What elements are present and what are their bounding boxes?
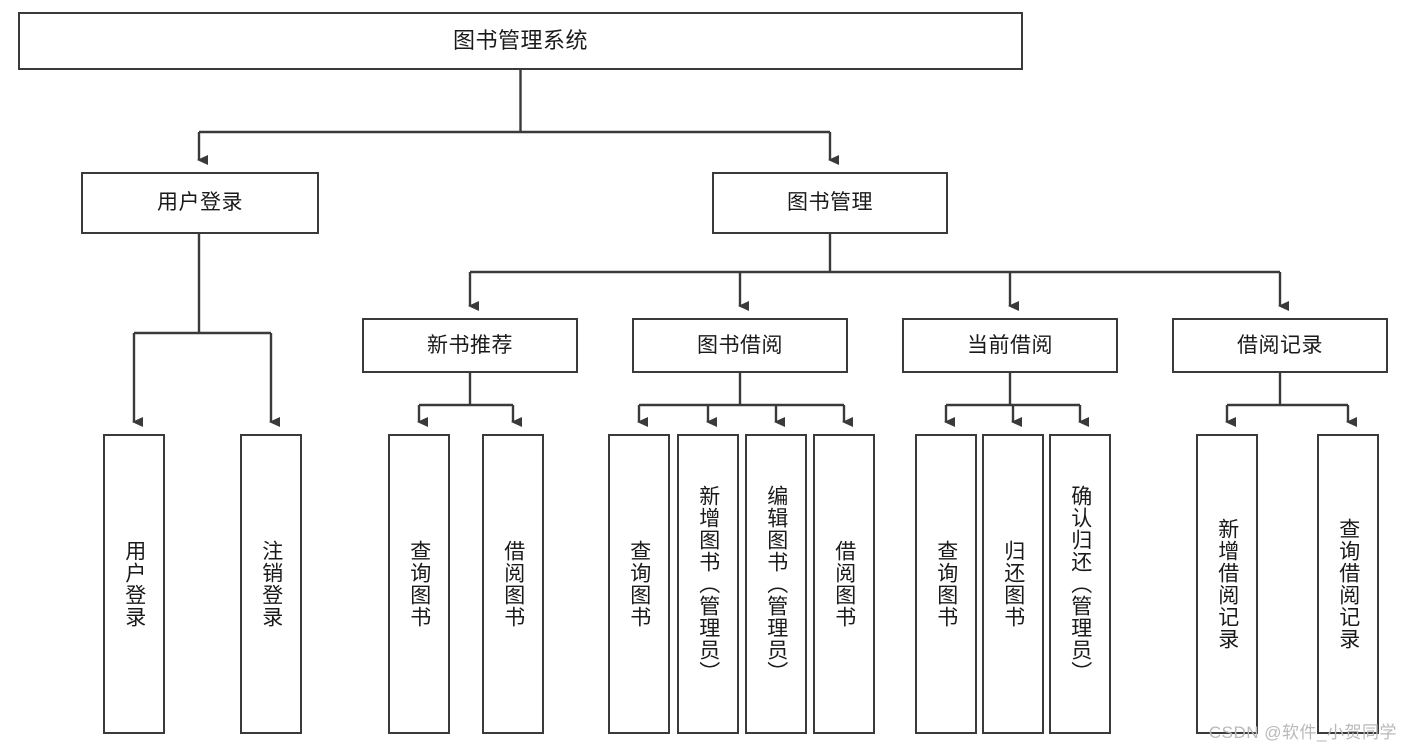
node-current-borrow[interactable]: 当前借阅 [902, 318, 1118, 373]
node-leaf-add-borrow-record[interactable]: 新增借阅记录 [1196, 434, 1258, 734]
node-new-book-recommend[interactable]: 新书推荐 [362, 318, 578, 373]
node-user-login[interactable]: 用户登录 [81, 172, 319, 234]
node-root-system[interactable]: 图书管理系统 [18, 12, 1023, 70]
node-leaf-confirm-return-admin[interactable]: 确认归还（管理员） [1049, 434, 1111, 734]
node-book-borrow[interactable]: 图书借阅 [632, 318, 848, 373]
watermark-text: CSDN @软件_小贺同学 [1208, 723, 1397, 742]
node-leaf-user-logout[interactable]: 注销登录 [240, 434, 302, 734]
node-leaf-query-book-1[interactable]: 查询图书 [388, 434, 450, 734]
node-leaf-query-book-2[interactable]: 查询图书 [608, 434, 670, 734]
node-leaf-return-book[interactable]: 归还图书 [982, 434, 1044, 734]
node-book-manage[interactable]: 图书管理 [712, 172, 948, 234]
node-leaf-borrow-book-2[interactable]: 借阅图书 [813, 434, 875, 734]
node-leaf-query-book-3[interactable]: 查询图书 [915, 434, 977, 734]
node-leaf-borrow-book-1[interactable]: 借阅图书 [482, 434, 544, 734]
node-borrow-record[interactable]: 借阅记录 [1172, 318, 1388, 373]
node-leaf-add-book-admin[interactable]: 新增图书（管理员） [677, 434, 739, 734]
node-leaf-edit-book-admin[interactable]: 编辑图书（管理员） [745, 434, 807, 734]
node-leaf-user-login[interactable]: 用户登录 [103, 434, 165, 734]
node-leaf-query-borrow-record[interactable]: 查询借阅记录 [1317, 434, 1379, 734]
